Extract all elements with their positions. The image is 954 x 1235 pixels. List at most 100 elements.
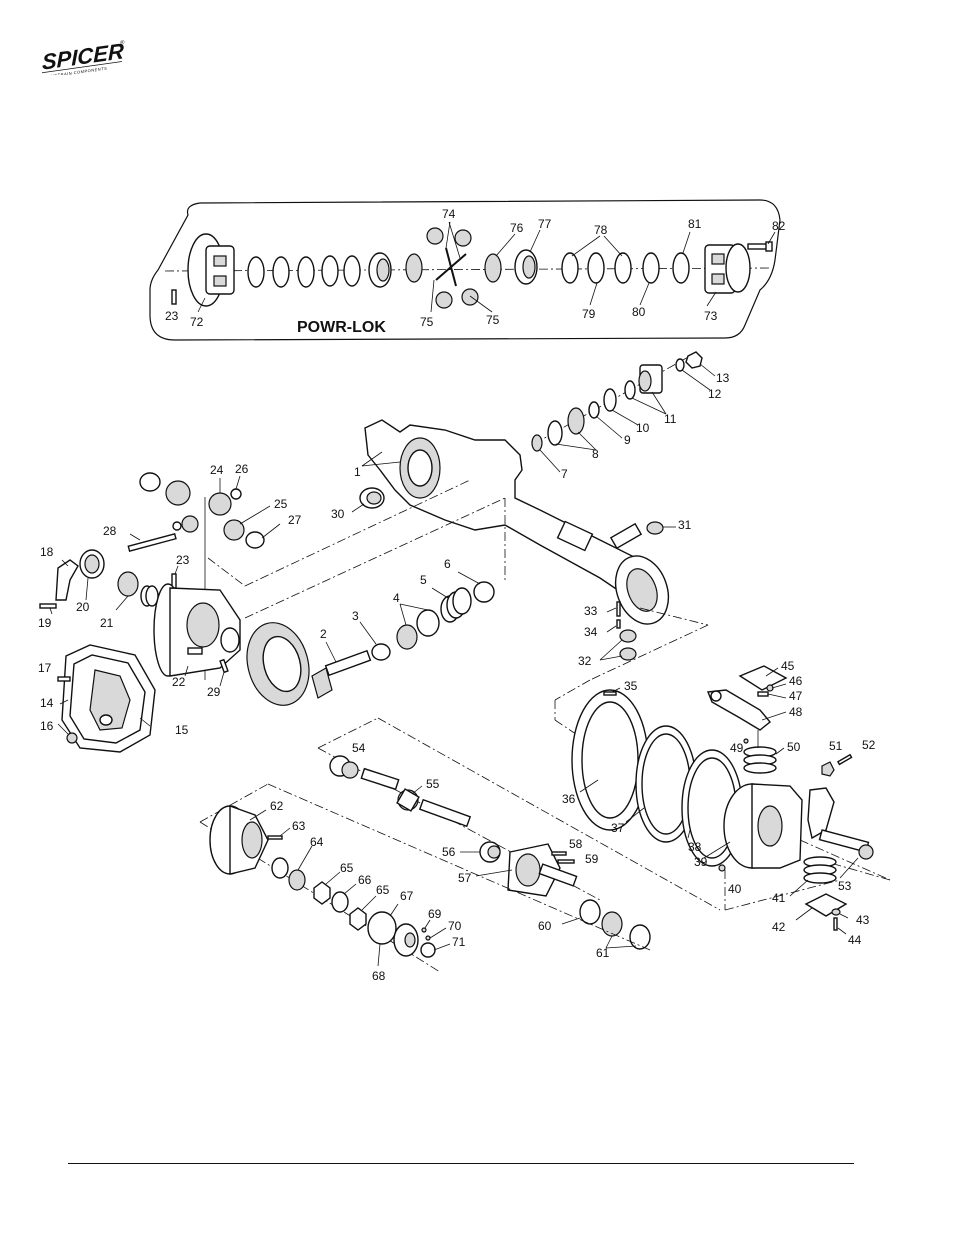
part-28-cross-shaft bbox=[127, 532, 177, 552]
part-24-pinion-gear bbox=[208, 492, 232, 516]
callout-40: 40 bbox=[728, 882, 742, 896]
callout-43: 43 bbox=[856, 913, 870, 927]
part-34-fitting bbox=[616, 619, 621, 629]
callout-64: 64 bbox=[310, 835, 324, 849]
callout-81: 81 bbox=[688, 217, 702, 231]
part-callout-labels: 1234567891011121314151617181920212223232… bbox=[38, 207, 876, 983]
part-52-cotter bbox=[836, 753, 853, 766]
callout-31: 31 bbox=[678, 518, 692, 532]
callout-33: 33 bbox=[584, 604, 598, 618]
part-50-shims bbox=[743, 746, 777, 774]
part-side-gear-left bbox=[405, 253, 423, 283]
lower-knuckle-group bbox=[789, 856, 849, 935]
part-70-washer bbox=[425, 935, 431, 941]
part-35-bolt bbox=[603, 691, 617, 696]
part-hub-cup bbox=[271, 857, 289, 879]
part-47-stud bbox=[757, 691, 769, 697]
callout-16: 16 bbox=[40, 719, 54, 733]
clutch-plates-right bbox=[561, 252, 690, 284]
callout-19: 19 bbox=[38, 616, 52, 630]
part-5-spacer bbox=[440, 587, 472, 623]
part-61-bearing-cone bbox=[601, 911, 623, 937]
callout-79: 79 bbox=[582, 307, 596, 321]
callout-34: 34 bbox=[584, 625, 598, 639]
callout-63: 63 bbox=[292, 819, 306, 833]
part-26-washer bbox=[230, 488, 242, 500]
part-57-spindle bbox=[507, 843, 578, 897]
callout-66: 66 bbox=[358, 873, 372, 887]
callout-67: 67 bbox=[400, 889, 414, 903]
callout-23b: 23 bbox=[165, 309, 179, 323]
part-8-cup bbox=[547, 420, 563, 446]
callout-10: 10 bbox=[636, 421, 650, 435]
callout-80: 80 bbox=[632, 305, 646, 319]
callout-22: 22 bbox=[172, 675, 186, 689]
part-60-seal bbox=[579, 899, 601, 925]
part-42-cap bbox=[804, 893, 848, 917]
part-65-jam-nut bbox=[349, 907, 367, 931]
callout-65a: 65 bbox=[340, 861, 354, 875]
part-66-lock-washer bbox=[331, 891, 349, 913]
part-10-seal bbox=[603, 388, 617, 412]
callout-41: 41 bbox=[772, 891, 786, 905]
callout-47: 47 bbox=[789, 689, 803, 703]
part-55-u-joint bbox=[396, 788, 420, 812]
part-27-thrust-washer bbox=[245, 531, 265, 549]
part-17-bolt bbox=[57, 676, 71, 682]
part-61-cup bbox=[629, 924, 651, 950]
part-6-shim bbox=[473, 581, 495, 603]
callout-51: 51 bbox=[829, 739, 843, 753]
callout-42: 42 bbox=[772, 920, 786, 934]
callout-78: 78 bbox=[594, 223, 608, 237]
callout-32: 32 bbox=[578, 654, 592, 668]
logo-registered-mark: ® bbox=[120, 39, 125, 47]
callout-12: 12 bbox=[708, 387, 722, 401]
part-4-cup bbox=[416, 609, 440, 637]
part-spindle-arm bbox=[807, 787, 835, 840]
part-49-pin bbox=[743, 738, 749, 744]
callout-61: 61 bbox=[596, 946, 610, 960]
part-32-ball-joints bbox=[619, 629, 637, 661]
knuckle-group bbox=[554, 687, 891, 911]
part-15-cover-gasket bbox=[61, 644, 156, 753]
part-16-plug bbox=[66, 732, 78, 744]
part-23-bolt-inset bbox=[171, 289, 177, 305]
part-68-gasket bbox=[367, 911, 397, 945]
part-13-nut bbox=[685, 351, 703, 369]
axle-shaft-group bbox=[317, 717, 721, 950]
callout-58: 58 bbox=[569, 837, 583, 851]
callout-37: 37 bbox=[611, 821, 625, 835]
callout-39: 39 bbox=[694, 855, 708, 869]
part-31-vent bbox=[646, 521, 676, 535]
callout-27: 27 bbox=[288, 513, 302, 527]
callout-62: 62 bbox=[270, 799, 284, 813]
part-44-bolt bbox=[833, 917, 838, 931]
part-39-knuckle bbox=[723, 783, 803, 869]
callout-57: 57 bbox=[458, 871, 472, 885]
part-1-axle-housing bbox=[364, 419, 670, 625]
callout-30: 30 bbox=[331, 507, 345, 521]
callout-18: 18 bbox=[40, 545, 54, 559]
part-8-bearing-cone bbox=[567, 407, 585, 435]
callout-25: 25 bbox=[274, 497, 288, 511]
part-18-bearing-cap bbox=[55, 559, 79, 601]
callout-74: 74 bbox=[442, 207, 456, 221]
part-thrust-washer bbox=[139, 472, 161, 492]
hub-group bbox=[199, 783, 651, 973]
callout-15: 15 bbox=[175, 723, 189, 737]
callout-54: 54 bbox=[352, 741, 366, 755]
callout-71: 71 bbox=[452, 935, 466, 949]
callout-20: 20 bbox=[76, 600, 90, 614]
part-11-yoke bbox=[638, 364, 663, 394]
callout-21: 21 bbox=[100, 616, 114, 630]
part-64-bearing-cone bbox=[288, 869, 306, 891]
part-67-drive-flange bbox=[393, 923, 419, 957]
part-36-backing-plate bbox=[571, 689, 649, 831]
callout-28: 28 bbox=[103, 524, 117, 538]
callout-3: 3 bbox=[352, 609, 359, 623]
part-73-case-half bbox=[704, 243, 751, 294]
part-43-washer bbox=[831, 908, 841, 916]
part-41-shims bbox=[803, 856, 837, 884]
callout-56: 56 bbox=[442, 845, 456, 859]
